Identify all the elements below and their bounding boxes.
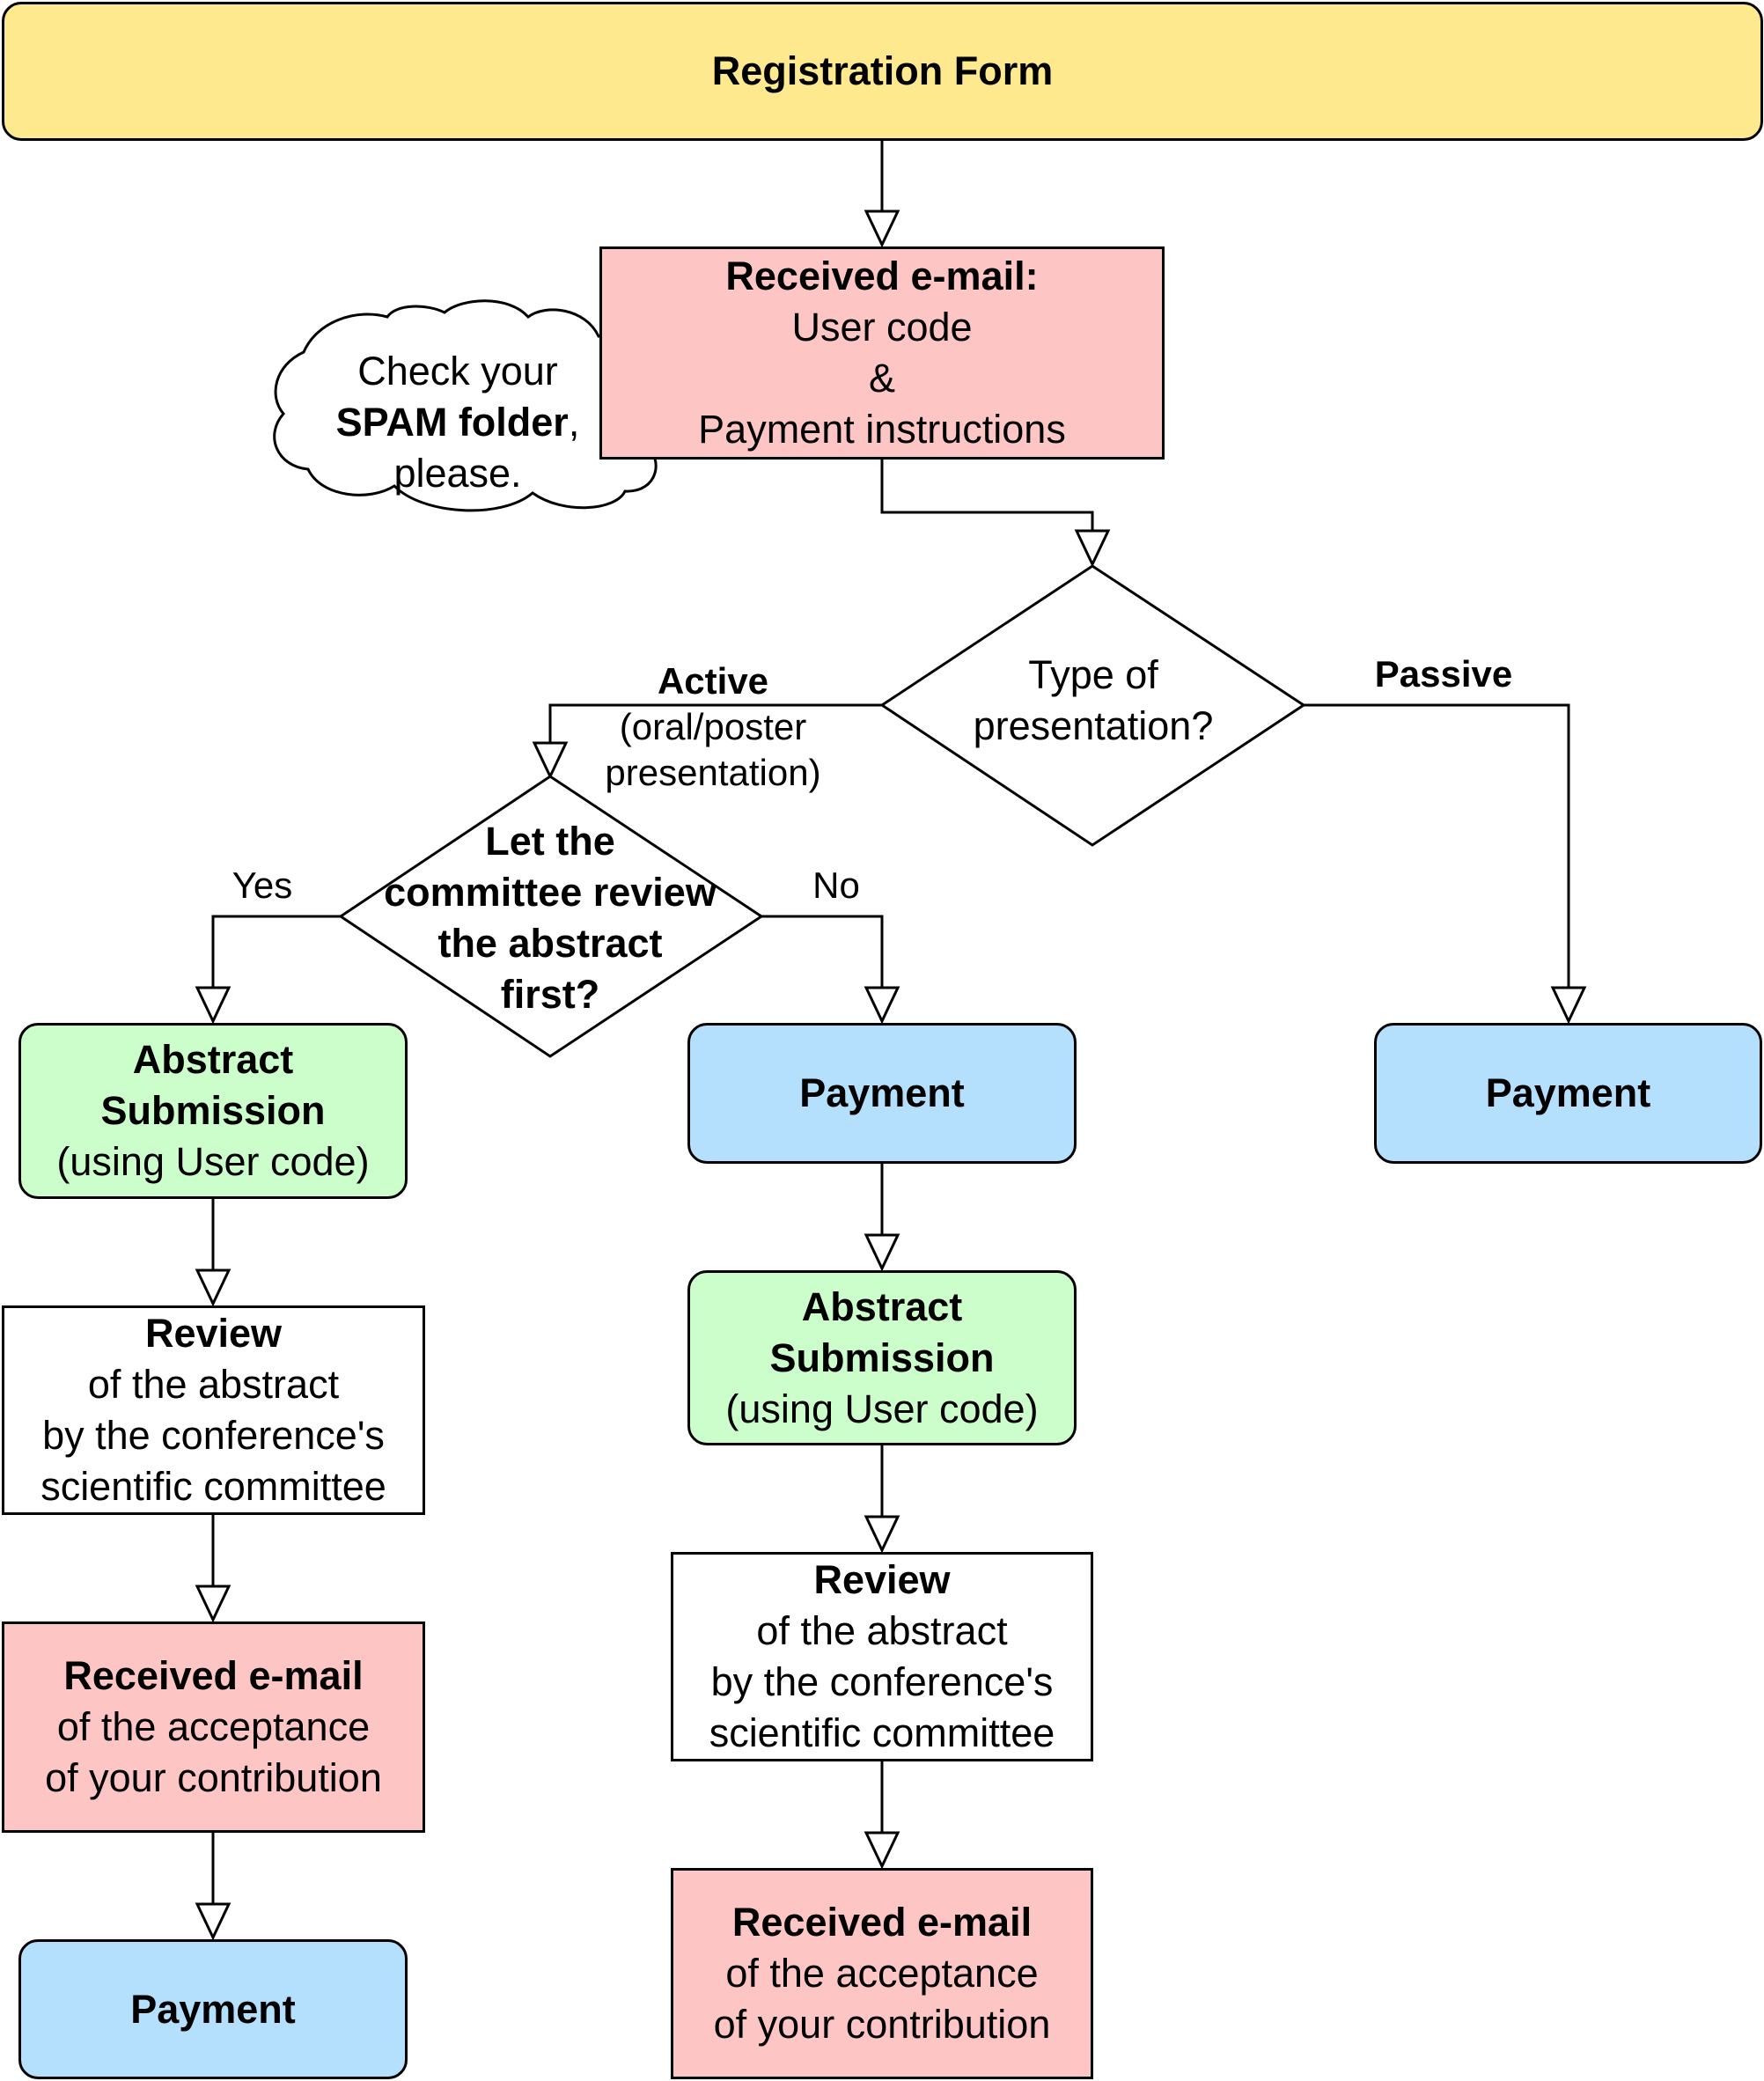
review-decision-line1: Let the (485, 818, 615, 864)
review-node-middle: Review of the abstract by the conference… (671, 1552, 1093, 1761)
active-edge-label: Active (oral/poster presentation) (581, 658, 845, 796)
abstract-submission-node-left: Abstract Submission (using User code) (18, 1023, 408, 1199)
received-email-line2: & (868, 356, 895, 401)
acceptance-line1: of the acceptance (56, 1704, 371, 1749)
payment-node-right: Payment (1374, 1023, 1762, 1164)
review-decision-diamond (338, 775, 764, 1058)
arrowhead-payment-passive (1550, 986, 1587, 1025)
connector-email-to-type-decision (880, 460, 1094, 531)
payment-label: Payment (799, 1070, 965, 1115)
review-node-left: Review of the abstract by the conference… (2, 1305, 425, 1515)
acceptance-line2: of your contribution (45, 1755, 382, 1800)
active-label-line1: (oral/poster (619, 706, 807, 747)
cloud-line2: SPAM folder, (336, 397, 580, 448)
active-label-line2: presentation) (605, 752, 821, 793)
arrowhead-review-left (195, 1268, 232, 1307)
received-email-node: Received e-mail: User code & Payment ins… (599, 246, 1165, 460)
abstract-submission-node-middle: Abstract Submission (using User code) (687, 1270, 1077, 1445)
arrowhead-abstract-mid (864, 1233, 900, 1272)
cloud-line2-bold: SPAM folder (335, 400, 569, 445)
arrowhead-review-decision (532, 741, 569, 780)
connector-active-branch (548, 703, 882, 743)
acceptance-title: Received e-mail (63, 1653, 364, 1698)
registration-form-node: Registration Form (2, 2, 1763, 141)
type-decision-diamond (879, 564, 1306, 847)
received-email-title: Received e-mail: (725, 254, 1039, 298)
abstract-sub: (using User code) (56, 1139, 370, 1184)
abstract-sub: (using User code) (725, 1386, 1039, 1431)
registration-form-label: Registration Form (711, 48, 1054, 93)
received-email-line1: User code (791, 305, 973, 349)
acceptance-line1: of the acceptance (725, 1951, 1039, 1996)
abstract-title2: Submission (769, 1335, 995, 1380)
arrowhead-acceptance-mid (864, 1831, 900, 1870)
received-email-line3: Payment instructions (698, 407, 1066, 452)
review-title: Review (144, 1311, 283, 1356)
type-decision-line2: presentation? (973, 703, 1214, 748)
connector-passive-branch (1304, 703, 1570, 988)
cloud-line3: please. (393, 451, 522, 496)
acceptance-line2: of your contribution (713, 2002, 1051, 2047)
acceptance-email-node-middle: Received e-mail of the acceptance of you… (671, 1868, 1093, 2079)
payment-node-left: Payment (18, 1939, 408, 2079)
cloud-note: Check your SPAM folder, please. (290, 343, 625, 502)
abstract-title2: Submission (100, 1088, 326, 1133)
cloud-line2-rest: , (568, 400, 580, 445)
yes-edge-label: Yes (232, 864, 293, 906)
abstract-title1: Abstract (132, 1037, 294, 1082)
review-line2: by the conference's (42, 1413, 385, 1458)
no-edge-label: No (812, 864, 860, 906)
active-label-title: Active (657, 660, 769, 702)
abstract-title1: Abstract (801, 1283, 963, 1329)
review-line3: scientific committee (709, 1710, 1055, 1755)
passive-edge-label: Passive (1374, 653, 1513, 695)
review-line1: of the abstract (756, 1608, 1008, 1653)
acceptance-title: Received e-mail (731, 1900, 1033, 1945)
arrowhead-payment-mid (864, 986, 900, 1025)
review-line1: of the abstract (87, 1362, 340, 1407)
arrowhead-type-decision (1074, 529, 1111, 568)
review-title: Review (813, 1557, 951, 1602)
cloud-line1: Check your (357, 349, 558, 393)
payment-node-middle: Payment (687, 1023, 1077, 1164)
review-line2: by the conference's (710, 1659, 1054, 1704)
arrowhead-review-mid (864, 1515, 900, 1554)
review-line3: scientific committee (40, 1464, 386, 1509)
arrowhead-payment-left (195, 1902, 232, 1941)
payment-label: Payment (130, 1986, 296, 2032)
payment-label: Payment (1485, 1070, 1651, 1115)
arrowhead-email (864, 210, 900, 248)
review-decision-line3: the abstract (437, 920, 663, 966)
review-decision-text: Let the committee review the abstract fi… (352, 814, 748, 1021)
arrowhead-acceptance-left (195, 1585, 232, 1623)
acceptance-email-node-left: Received e-mail of the acceptance of you… (2, 1621, 425, 1833)
arrowhead-abstract-left (195, 986, 232, 1025)
connector-yes-branch (211, 915, 341, 988)
review-decision-line4: first? (500, 971, 600, 1017)
type-decision-line1: Type of (1028, 652, 1158, 697)
type-decision-text: Type of presentation? (952, 643, 1234, 758)
review-decision-line2: committee review (384, 869, 717, 915)
connector-no-branch (761, 915, 884, 988)
